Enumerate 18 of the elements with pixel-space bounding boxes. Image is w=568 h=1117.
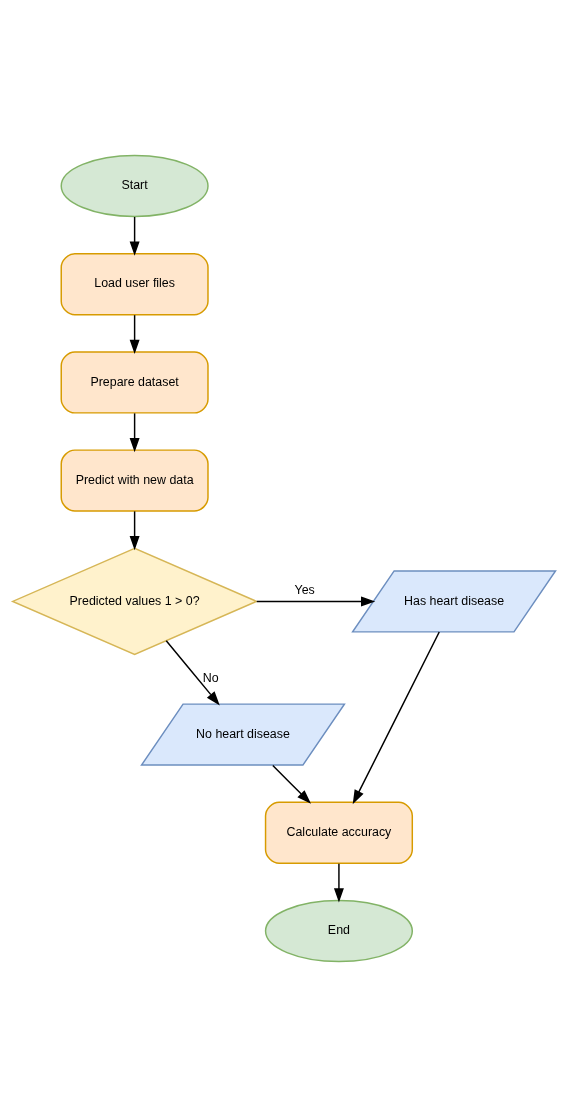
arrow xyxy=(129,412,140,453)
arrow xyxy=(352,631,440,805)
node-box: Calculate accuracy xyxy=(264,801,414,864)
arrow xyxy=(272,764,311,804)
node-box: Prepare dataset xyxy=(60,351,209,414)
arrow xyxy=(129,510,140,551)
node-ellipse: Start xyxy=(60,154,209,218)
edge-label: No xyxy=(202,671,219,686)
arrow xyxy=(129,314,140,354)
node-ellipse: End xyxy=(264,899,414,963)
node-diamond: Predicted values 1 > 0? xyxy=(10,547,259,656)
arrow xyxy=(333,863,344,903)
node-box: Predict with new data xyxy=(60,449,209,512)
arrow xyxy=(256,596,376,607)
node-box: Load user files xyxy=(60,253,209,316)
arrow xyxy=(129,216,140,256)
arrow xyxy=(165,640,220,706)
edge-label: Yes xyxy=(294,583,315,598)
